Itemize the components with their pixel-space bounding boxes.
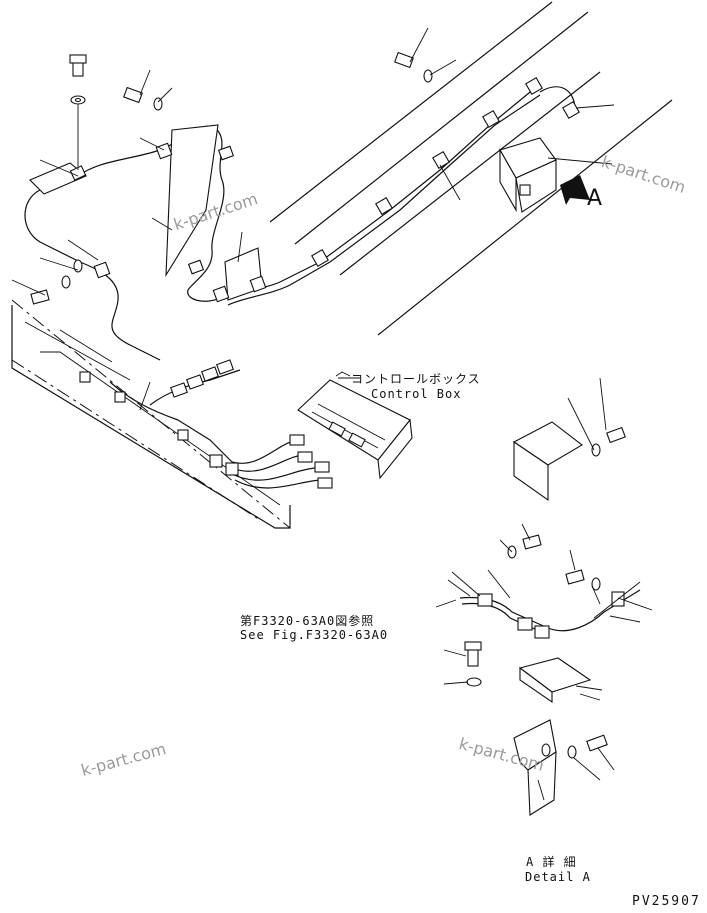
mounting-plate-small	[224, 247, 263, 301]
cover-plate-right	[512, 421, 626, 502]
leader-line	[575, 104, 615, 109]
part-number: PV25907	[632, 894, 701, 909]
connectors-lower	[79, 359, 333, 489]
control-box	[297, 377, 413, 480]
control-box-label-jp: コントロールボックス	[351, 372, 481, 386]
bolt-washer-set-upper-left	[69, 54, 163, 170]
mounting-plate-center	[165, 124, 219, 278]
harness-lower	[109, 369, 323, 489]
harness-clamps	[69, 77, 580, 303]
detail-a-title-en: Detail A	[525, 870, 591, 884]
see-fig-label-en: See Fig.F3320-63A0	[240, 628, 389, 642]
detail-a-title-jp: A 詳 細	[526, 855, 577, 869]
bolt-washer-set-left	[30, 259, 111, 305]
control-box-label-en: Control Box	[371, 387, 462, 401]
frame-bottom-tray	[11, 305, 291, 529]
leader-line	[547, 157, 613, 165]
bolt-washer-set-top	[394, 51, 433, 83]
detail-a-assembly	[459, 534, 641, 816]
detail-a-callout: A	[587, 186, 603, 211]
callout-leader-lines	[11, 27, 653, 801]
view-arrow-icon	[560, 175, 590, 205]
see-fig-label-jp: 第F3320-63A0図参照	[240, 614, 375, 628]
cover-bracket-upper-right	[499, 137, 557, 213]
harness-upper-left	[24, 86, 576, 361]
